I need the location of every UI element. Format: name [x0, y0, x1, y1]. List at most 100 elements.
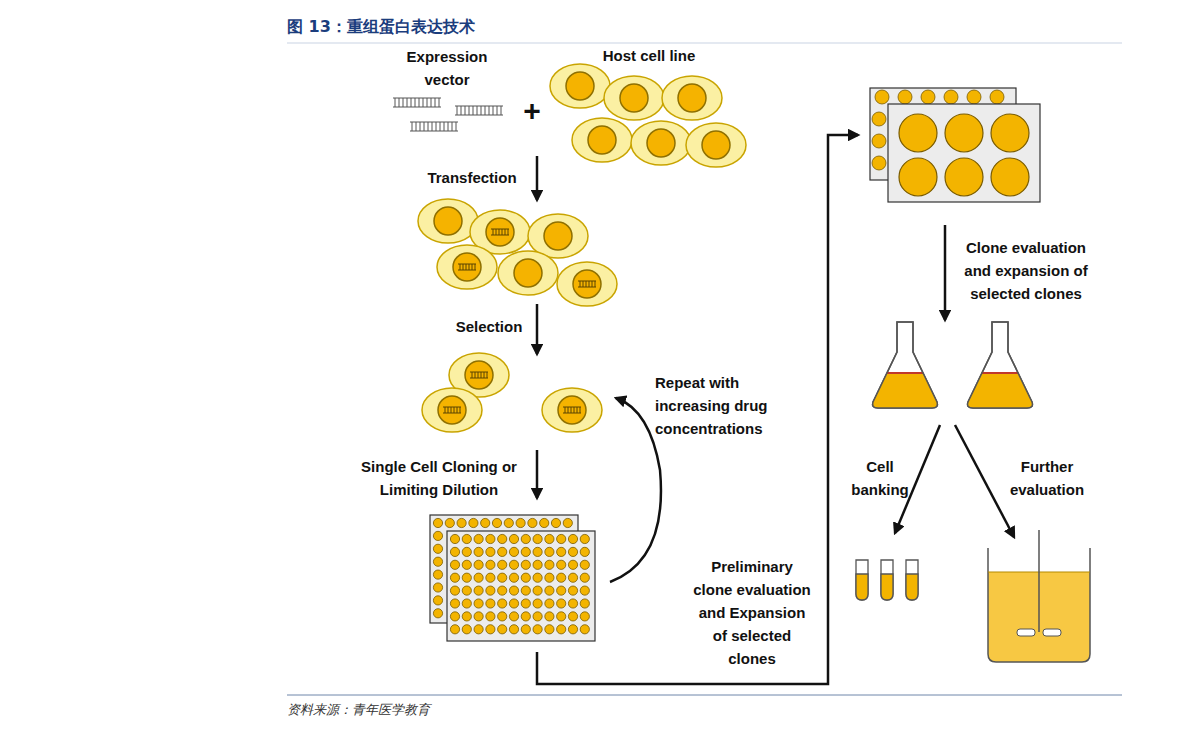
well-plates-96-part-part [474, 534, 483, 543]
well-plates-96-part-part [462, 586, 471, 595]
well-plates-96-part-part [486, 547, 495, 556]
well-plates-96-part-part [462, 560, 471, 569]
well-plates-96-part-part [580, 599, 589, 608]
well-plates-96-part-part [492, 518, 501, 527]
well-plates-96-part-part [545, 599, 554, 608]
well-plates-96-part-part [557, 560, 566, 569]
plus-sign: + [515, 94, 549, 128]
well-plates-96-part-part [580, 534, 589, 543]
flow-arrows-part [944, 225, 947, 320]
flow-arrows-part [610, 398, 661, 582]
well-plates-96-part-part [498, 560, 507, 569]
well-plates-96-part-part [509, 599, 518, 608]
cell-bank-tubes-part [856, 560, 868, 600]
well-plates-6-part-part [899, 114, 937, 152]
well-plates-96-part-part [557, 573, 566, 582]
well-plates-6-part-part [899, 158, 937, 196]
well-plates-96-part-part [568, 625, 577, 634]
source-caption: 资料来源：青年医学教育 [287, 701, 430, 719]
bioreactor [988, 530, 1090, 662]
well-plates-96-part [433, 518, 589, 634]
well-plates-96-part-part [450, 560, 459, 569]
well-plates-96-part-part [580, 586, 589, 595]
well-plates-96-part-part [509, 625, 518, 634]
well-plates-96-part-part [509, 534, 518, 543]
well-plates-96-part-part [486, 534, 495, 543]
well-plates-96-part-part [528, 518, 537, 527]
dna-vector [393, 98, 503, 131]
well-plates-96-part-part [568, 534, 577, 543]
transfected-cells-part [418, 199, 478, 243]
shake-flasks-part [873, 322, 938, 408]
well-plates-96-part-part [533, 599, 542, 608]
well-plates-96-part-part [486, 625, 495, 634]
well-plates-96-part-part [545, 560, 554, 569]
flow-arrows-part [536, 156, 539, 200]
well-plates-96-part-part [557, 599, 566, 608]
well-plates-6-part-part [991, 158, 1029, 196]
well-plates-96-part-part [521, 586, 530, 595]
well-plates-96-part-part [462, 599, 471, 608]
well-plates-96-part-part [450, 599, 459, 608]
well-plates-96-part-part [563, 518, 572, 527]
well-plates-96-part-part [509, 586, 518, 595]
well-plates-96-part-part [509, 573, 518, 582]
well-plates-96-part-part [580, 625, 589, 634]
dna-vector-part [410, 122, 458, 131]
host-cells-part [604, 76, 664, 120]
flow-arrows [537, 135, 1014, 684]
host-label: Host cell line [590, 44, 708, 67]
selected-cells [422, 353, 602, 432]
well-plates-96-part-part [433, 544, 442, 553]
shake-flasks-part [873, 373, 938, 408]
cell-bank-tubes-part [881, 560, 893, 600]
well-plates-96-part-part [509, 560, 518, 569]
well-plates-6-part [888, 104, 1040, 202]
well-plates-96-part-part [533, 625, 542, 634]
selected-cells-part [422, 388, 482, 432]
well-plates-6-part-part [872, 134, 886, 148]
well-plates-96-part-part [498, 586, 507, 595]
well-plates-96-part-part [557, 547, 566, 556]
well-plates-96-part-part [498, 547, 507, 556]
well-plates-96-part-part [580, 560, 589, 569]
bioreactor-part [1017, 629, 1035, 636]
host-cells-part [550, 64, 610, 108]
well-plates-96-part-part [516, 518, 525, 527]
well-plates-96-part-part [450, 534, 459, 543]
well-plates-96-part-part [486, 599, 495, 608]
cell-bank-tubes-part [856, 574, 868, 600]
well-plates-96-part-part [568, 599, 577, 608]
transfected-cells-part [557, 262, 617, 306]
well-plates-6-part-part [872, 112, 886, 126]
figure-title: 图 13：重组蛋白表达技术 [287, 17, 475, 38]
well-plates-96-part-part [486, 560, 495, 569]
well-plates-96-part-part [568, 547, 577, 556]
host-cells-part [686, 123, 746, 167]
well-plates-6-part-part [990, 90, 1004, 104]
well-plates-96-part-part [568, 586, 577, 595]
well-plates-96-part-part [580, 573, 589, 582]
well-plates-96-part-part [533, 586, 542, 595]
well-plates-96-part-part [498, 625, 507, 634]
well-plates-96-part-part [486, 586, 495, 595]
well-plates-96-part-part [521, 547, 530, 556]
well-plates-96-part-part [551, 518, 560, 527]
branch-label: Cell banking [846, 455, 914, 501]
well-plates-96 [430, 515, 595, 641]
well-plates-96-part-part [521, 625, 530, 634]
selected-cells-part [542, 388, 602, 432]
well-plates-96-part-part [433, 531, 442, 540]
well-plates-96-part-part [568, 573, 577, 582]
transfected-cells [418, 199, 617, 306]
well-plates-96-part [447, 531, 595, 641]
well-plates-96-part-part [486, 612, 495, 621]
well-plates-96-part-part [557, 612, 566, 621]
well-plates-96-part-part [474, 573, 483, 582]
dna-vector-part [455, 106, 503, 115]
well-plates-96-part-part [545, 586, 554, 595]
well-plates-96-part-part [457, 518, 466, 527]
well-plates-6-part-part [872, 156, 886, 170]
well-plates-96-part-part [521, 612, 530, 621]
well-plates-96-part-part [474, 560, 483, 569]
